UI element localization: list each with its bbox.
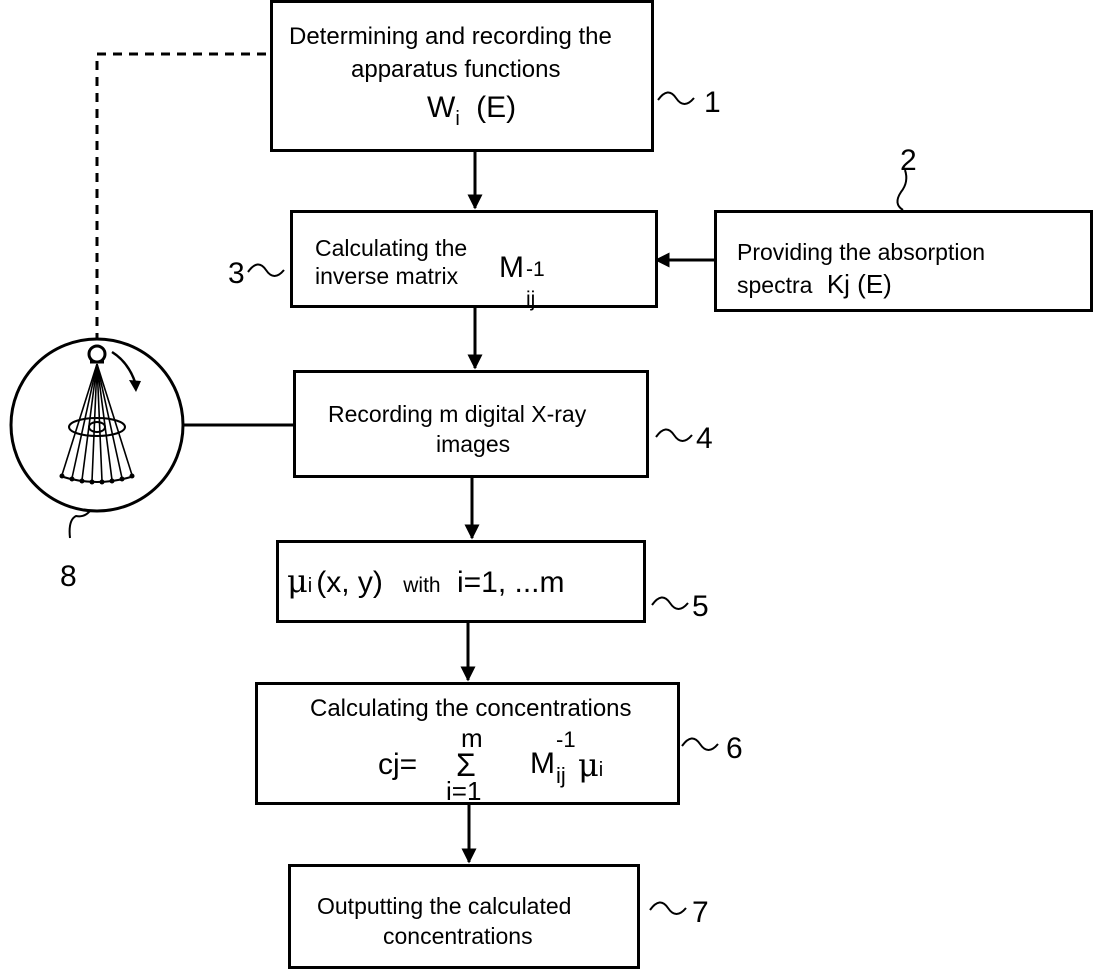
step-6-sum: Σ — [456, 747, 476, 783]
step-1-line2: apparatus functions — [351, 56, 561, 83]
ref-leader-7 — [649, 901, 687, 915]
step-1-line1: Determining and recording the — [289, 23, 612, 50]
step-3-line2: inverse matrix — [315, 263, 459, 289]
ref-leader-3 — [247, 263, 285, 277]
step-6-lhs: cj= — [378, 748, 418, 781]
step-3-symbol: M -1 ij — [499, 251, 545, 311]
step-2-box: Providing the absorption spectra Kj (E) — [714, 210, 1093, 312]
step-5-expression: μi(x, y) with i=1, ...m — [287, 562, 565, 600]
step-2-line1: Providing the absorption — [737, 239, 986, 265]
step-2-line2: spectra Kj (E) — [737, 269, 892, 299]
ref-leader-5 — [651, 596, 689, 610]
ref-4: 4 — [696, 422, 713, 455]
ref-leader-8 — [68, 507, 93, 539]
step-1-box: Determining and recording the apparatus … — [270, 0, 654, 152]
step-6-box: Calculating the concentrations cj= m Σ i… — [255, 682, 680, 805]
ref-3: 3 — [228, 257, 245, 290]
dashed-link — [95, 52, 270, 390]
step-7-line1: Outputting the calculated — [317, 893, 572, 919]
step-7-box: Outputting the calculated concentrations — [288, 864, 640, 969]
ref-leader-6 — [681, 737, 719, 751]
ref-1: 1 — [704, 86, 721, 119]
ref-leader-2 — [896, 169, 908, 211]
ref-8: 8 — [60, 560, 77, 593]
step-3-line1: Calculating the — [315, 235, 468, 261]
step-7-line2: concentrations — [383, 923, 533, 949]
ref-leader-4 — [655, 428, 693, 442]
ref-6: 6 — [726, 732, 743, 765]
step-6-sum-lower: i=1 — [446, 776, 482, 806]
step-1-symbol: Wi (E) — [427, 91, 517, 130]
step-4-line2: images — [436, 431, 511, 457]
step-6-title: Calculating the concentrations — [310, 695, 632, 722]
step-6-mu: μi — [578, 746, 604, 784]
step-6-matrix: M — [530, 747, 555, 780]
ref-2: 2 — [900, 144, 917, 177]
rotation-arrow-icon — [111, 350, 137, 383]
step-5-box: μi(x, y) with i=1, ...m — [276, 540, 646, 623]
step-3-box: Calculating the inverse matrix M -1 ij — [290, 210, 658, 311]
ref-7: 7 — [692, 896, 709, 929]
ref-5: 5 — [692, 590, 709, 623]
step-6-sub: ij — [556, 763, 566, 788]
xray-device-icon — [9, 337, 185, 513]
step-6-sum-upper: m — [461, 723, 483, 753]
step-4-box: Recording m digital X-ray images — [293, 370, 649, 478]
step-6-sup: -1 — [556, 727, 576, 752]
step-4-line1: Recording m digital X-ray — [328, 401, 587, 427]
ref-leader-1 — [657, 91, 695, 105]
